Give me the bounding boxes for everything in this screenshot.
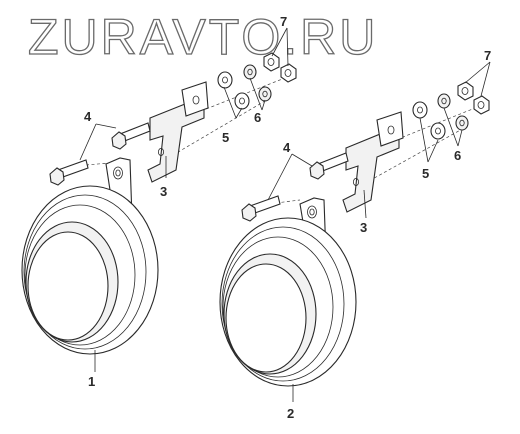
right-bolts <box>241 152 349 222</box>
callout-bracket-right: 3 <box>360 220 367 235</box>
watermark-text: ZURAVTO.RU <box>28 9 378 65</box>
right-horn-assembly: 4 3 5 6 7 2 <box>219 48 491 421</box>
callout-bracket-left: 3 <box>160 184 167 199</box>
callout-horn-1: 1 <box>88 374 95 389</box>
callout-horn-2: 2 <box>287 406 294 421</box>
left-nuts <box>263 52 297 83</box>
callout-washers-right: 5 <box>422 166 429 181</box>
callout-bolts-left: 4 <box>84 109 92 124</box>
callout-washers-left: 5 <box>222 130 229 145</box>
callout-lockwashers-right: 6 <box>454 148 461 163</box>
right-bracket <box>342 111 404 213</box>
callout-nuts-right: 7 <box>484 48 491 63</box>
left-lockwashers <box>243 64 272 102</box>
right-washers <box>412 101 446 140</box>
left-horn-assembly: 4 3 5 6 7 1 <box>21 14 297 389</box>
horn-1 <box>21 185 159 355</box>
right-nuts <box>457 81 490 115</box>
left-washers <box>217 71 250 110</box>
callout-lockwashers-left: 6 <box>254 110 261 125</box>
horn-2 <box>219 217 357 387</box>
callout-bolts-right: 4 <box>283 140 291 155</box>
left-bolts <box>49 122 151 186</box>
callout-nuts-left: 7 <box>280 14 287 29</box>
left-bracket <box>147 81 209 183</box>
